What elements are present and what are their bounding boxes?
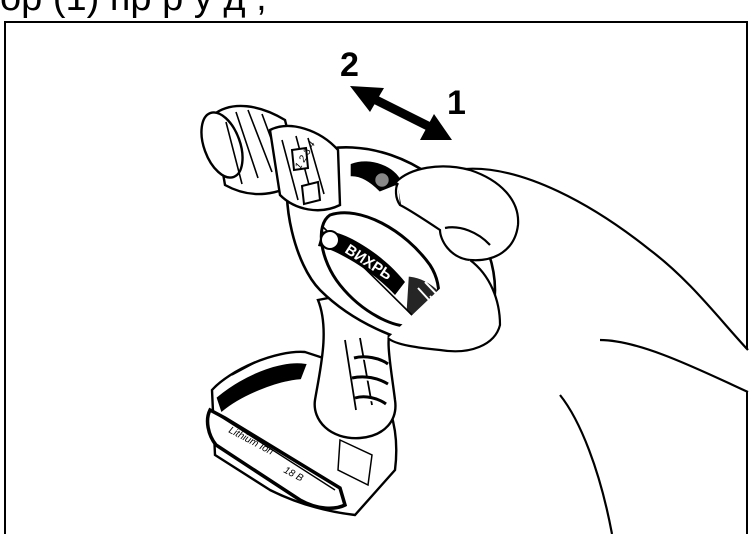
figure-frame [4,21,748,534]
arrow-head-left [350,86,384,112]
direction-label-1: 1 [447,84,466,122]
hand [387,165,520,353]
drill-chuck [200,104,342,212]
brand-badge [318,230,405,295]
direction-arrow [350,86,452,140]
cut-off-caption: ор (1) пр р у д , [0,0,753,22]
direction-label-2: 2 [340,46,359,84]
arrow-head-right [420,114,452,140]
battery-pack [205,350,398,517]
